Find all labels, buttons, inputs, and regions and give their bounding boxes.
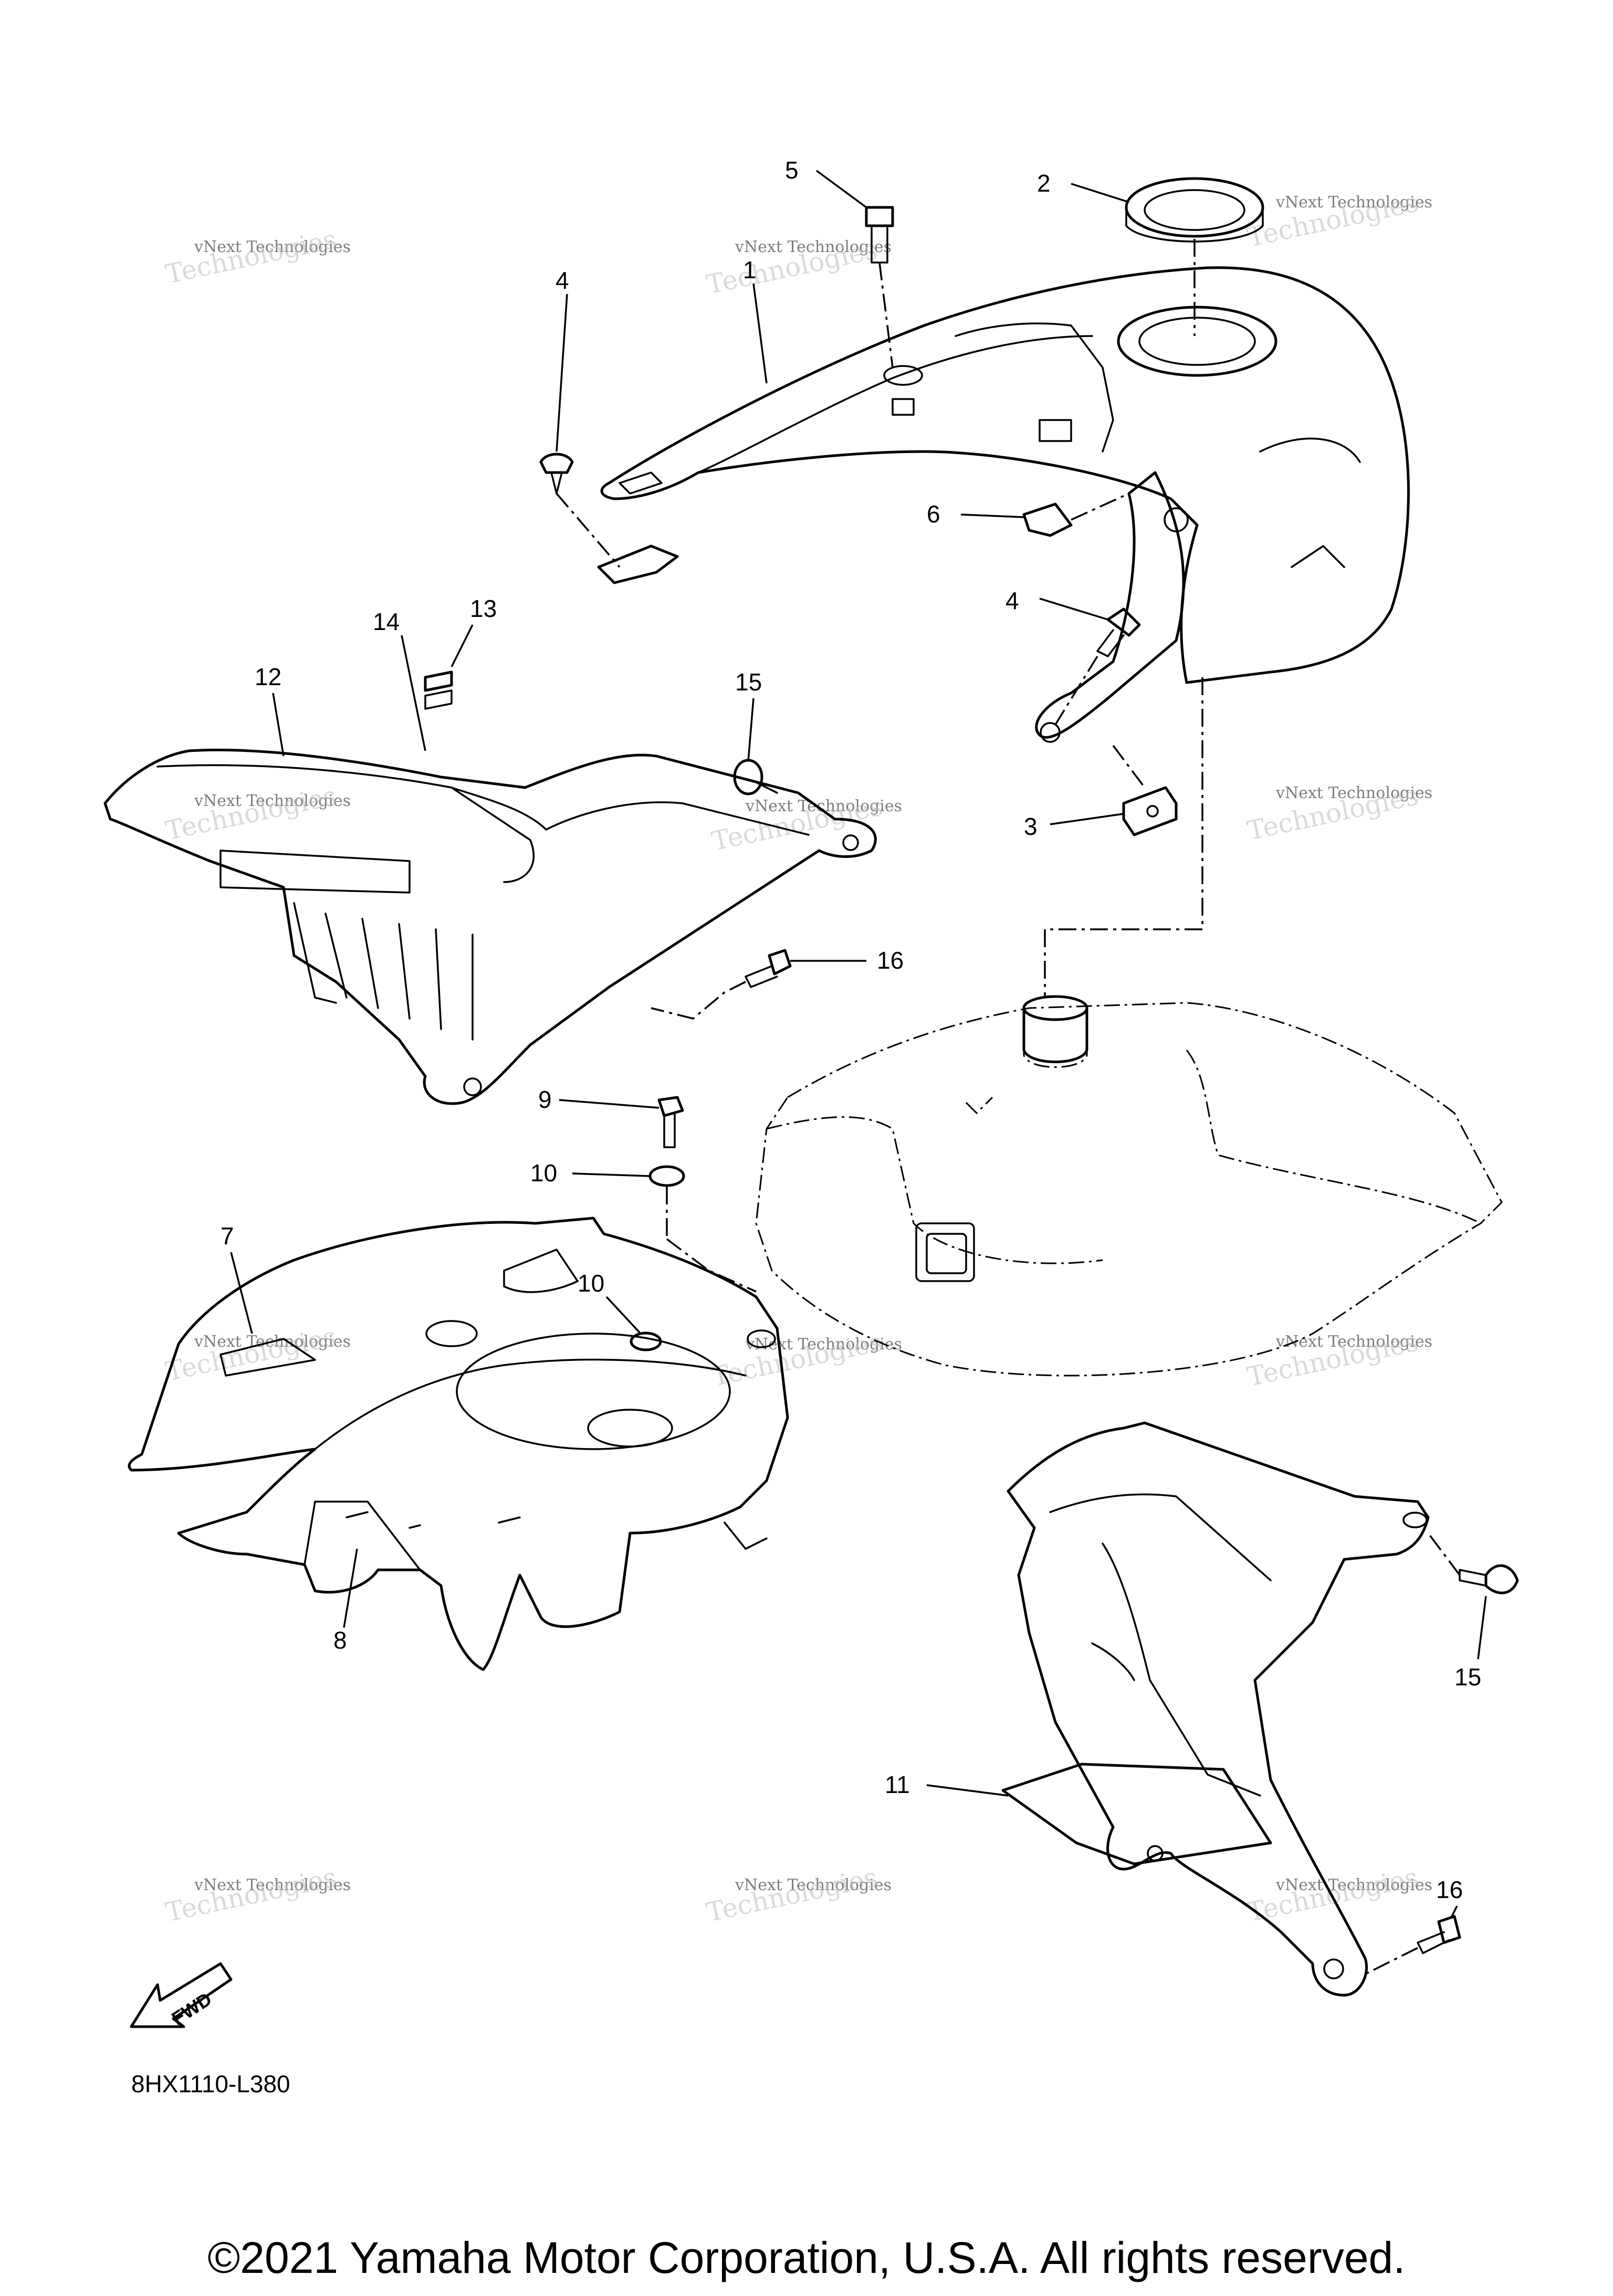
callout-4-right: 4: [1005, 587, 1019, 614]
callout-4-top: 4: [556, 267, 569, 294]
part-10-washer-top: [648, 1165, 685, 1187]
part-11-side-cover: [1001, 1421, 1430, 1997]
callout-7: 7: [221, 1222, 234, 1250]
part-13-14-sticker: [424, 670, 453, 710]
callout-13: 13: [470, 595, 497, 622]
part-10-grommet-right: [747, 1329, 776, 1348]
svg-text:Technologies: Technologies: [163, 1862, 339, 1928]
part-10-washer-inner: [630, 1332, 662, 1351]
leader-lines: [230, 170, 1487, 1917]
watermark-bottom-center: vNext Technologies Technologies: [704, 1862, 892, 1928]
svg-text:vNext Technologies: vNext Technologies: [194, 792, 351, 810]
part-12-side-cover: [103, 748, 877, 1105]
part-15-screw-right: [1459, 1564, 1519, 1595]
callout-16-right: 16: [1436, 1876, 1463, 1903]
copyright-notice: ©2021 Yamaha Motor Corporation, U.S.A. A…: [207, 2233, 1406, 2282]
svg-text:vNext Technologies: vNext Technologies: [194, 238, 351, 256]
watermark-top-center: vNext Technologies Technologies: [704, 234, 892, 300]
callout-6: 6: [927, 500, 940, 528]
svg-text:vNext Technologies: vNext Technologies: [1275, 193, 1432, 212]
svg-text:vNext Technologies: vNext Technologies: [1275, 1876, 1432, 1894]
svg-text:vNext Technologies: vNext Technologies: [1275, 1333, 1432, 1351]
part-2-filler-ring: [1125, 177, 1264, 243]
part-9-bolt: [657, 1096, 684, 1148]
callout-16-left: 16: [877, 947, 904, 974]
watermark-low-left: vNext Technologies Technologies: [163, 1321, 351, 1387]
callout-10-top: 10: [530, 1159, 557, 1187]
callout-1: 1: [743, 256, 757, 284]
svg-text:vNext Technologies: vNext Technologies: [735, 238, 892, 256]
fuel-tank-phantom: [755, 995, 1503, 1377]
part-3-clip: [1122, 786, 1178, 836]
callout-9: 9: [538, 1086, 552, 1113]
callout-8: 8: [333, 1627, 347, 1654]
part-tank-cover-bracket: [1035, 471, 1189, 743]
watermark-top-right: vNext Technologies Technologies: [1244, 187, 1432, 253]
part-6-clip: [1022, 502, 1073, 537]
diagram-code: 8HX1110-L380: [131, 2070, 290, 2098]
part-7-8-front-cover: [128, 1217, 789, 1671]
watermark-mid-right: vNext Technologies Technologies: [1244, 780, 1432, 846]
callout-14: 14: [373, 608, 400, 635]
callout-15-left: 15: [735, 668, 762, 696]
part-1-tab: [597, 544, 679, 584]
callout-2: 2: [1037, 170, 1051, 197]
watermark-low-center: vNext Technologies Technologies: [709, 1326, 902, 1392]
watermark-bottom-left: vNext Technologies Technologies: [163, 1862, 351, 1928]
part-16-bolt-left: [745, 949, 792, 988]
svg-text:vNext Technologies: vNext Technologies: [735, 1876, 892, 1894]
watermark-mid-left: vNext Technologies Technologies: [163, 780, 351, 846]
svg-text:Technologies: Technologies: [163, 780, 339, 846]
svg-text:Technologies: Technologies: [704, 1862, 880, 1928]
watermark-low-right: vNext Technologies Technologies: [1244, 1326, 1432, 1392]
callout-15-right: 15: [1454, 1663, 1481, 1691]
part-tank-cover: [600, 266, 1410, 684]
part-16-bolt-right: [1417, 1915, 1461, 1954]
callout-12: 12: [255, 663, 281, 690]
part-4-screw-right: [1096, 607, 1141, 657]
callout-numbers: 1 2 3 4 4 5 6 7 8 9 10 10 11 12 13 14 15…: [221, 156, 1481, 1903]
svg-text:vNext Technologies: vNext Technologies: [194, 1876, 351, 1894]
watermark-bottom-right: vNext Technologies Technologies: [1244, 1862, 1432, 1928]
callout-10-inner: 10: [578, 1270, 604, 1297]
svg-text:vNext Technologies: vNext Technologies: [1275, 784, 1432, 802]
svg-text:Technologies: Technologies: [163, 224, 339, 290]
fwd-arrow-icon: FWD: [130, 1962, 233, 2029]
callout-3: 3: [1024, 813, 1038, 840]
callout-5: 5: [785, 156, 799, 184]
watermark-top-left: vNext Technologies Technologies: [163, 224, 351, 290]
callout-11: 11: [885, 1771, 910, 1798]
part-4-screw-top: [539, 453, 574, 495]
